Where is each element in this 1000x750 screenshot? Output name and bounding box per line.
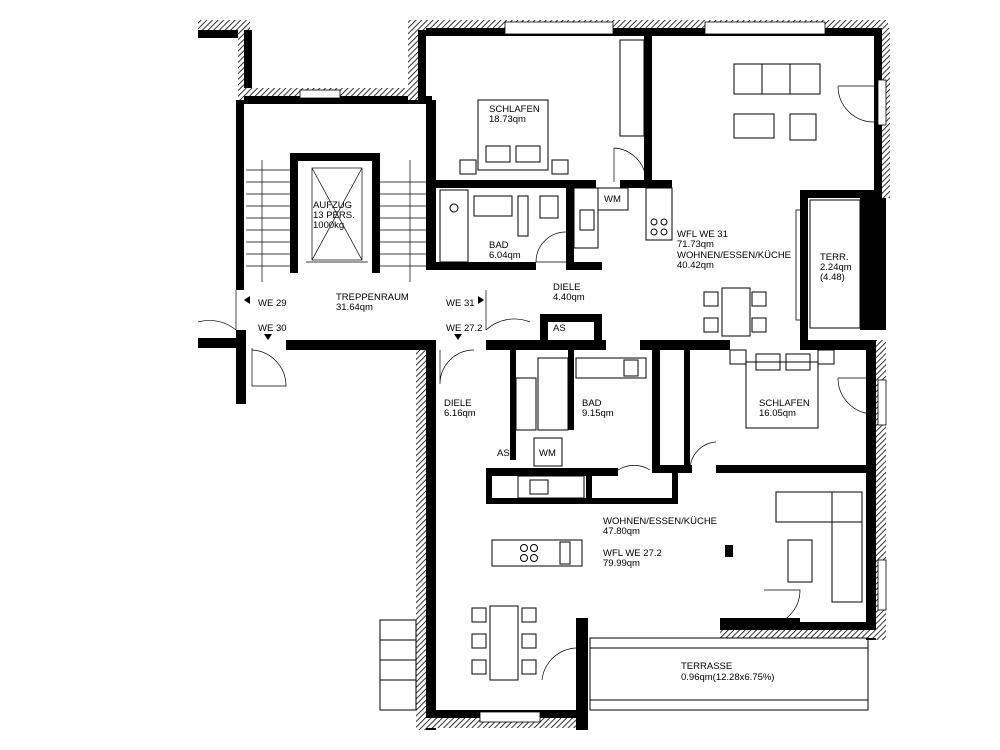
hall-31-name: DIELE [553, 282, 580, 293]
elevator-load: 1000kg [313, 220, 344, 231]
windows [299, 21, 887, 723]
living-272-area: 47.80qm [603, 526, 640, 537]
bath-272-name: BAD [582, 398, 602, 409]
bedroom-272-area: 16.05qm [759, 408, 796, 419]
furniture [379, 39, 869, 711]
utility-272: AS [497, 448, 510, 459]
bedroom-272-name: SCHLAFEN [759, 398, 810, 409]
washer-272: WM [539, 448, 556, 459]
staircase-name: TREPPENRAUM [336, 292, 409, 303]
bedroom-31-area: 18.73qm [489, 114, 526, 125]
hall-272-area: 6.16qm [444, 408, 476, 419]
doors [197, 85, 875, 681]
living-272-name: WOHNEN/ESSEN/KÜCHE [603, 516, 717, 527]
terrace-31-name: TERR. [820, 252, 849, 263]
washer-31: WM [604, 194, 621, 205]
door-label-we272: WE 27.2 [446, 323, 482, 334]
interior-walls [290, 36, 866, 630]
elevator-capacity: 13 PERS. [313, 210, 355, 221]
terrace-31-area: 2.24qm [820, 262, 852, 273]
hall-31-area: 4.40qm [553, 292, 585, 303]
bath-31-name: BAD [489, 240, 509, 251]
hall-272-name: DIELE [444, 398, 471, 409]
door-label-we30: WE 30 [258, 323, 287, 334]
unit-272-total: 79.99qm [603, 558, 640, 569]
stair-arrows [244, 296, 484, 340]
living-31-name: WOHNEN/ESSEN/KÜCHE [677, 250, 791, 261]
elevator-name: AUFZUG [313, 200, 352, 211]
utility-31: AS [553, 323, 566, 334]
room-labels: AUFZUG 13 PERS. 1000kg TREPPENRAUM 31.64… [258, 104, 852, 683]
door-label-we29: WE 29 [258, 298, 287, 309]
terrace-31-gross: (4.48) [820, 272, 845, 283]
door-label-we31: WE 31 [446, 298, 475, 309]
bedroom-31-name: SCHLAFEN [489, 104, 540, 115]
unit-31-label: WFL WE 31 [677, 229, 728, 240]
terrace-272-area: 0.96qm(12.28x6.75%) [681, 672, 774, 683]
bath-31-area: 6.04qm [489, 250, 521, 261]
bath-272-area: 9.15qm [582, 408, 614, 419]
unit-31-total: 71.73qm [677, 239, 714, 250]
unit-272-label: WFL WE 27.2 [603, 548, 662, 559]
staircase-area: 31.64qm [336, 302, 373, 313]
stairs [246, 160, 426, 282]
terrace-272-name: TERRASSE [681, 661, 732, 672]
living-31-area: 40.42qm [677, 260, 714, 271]
